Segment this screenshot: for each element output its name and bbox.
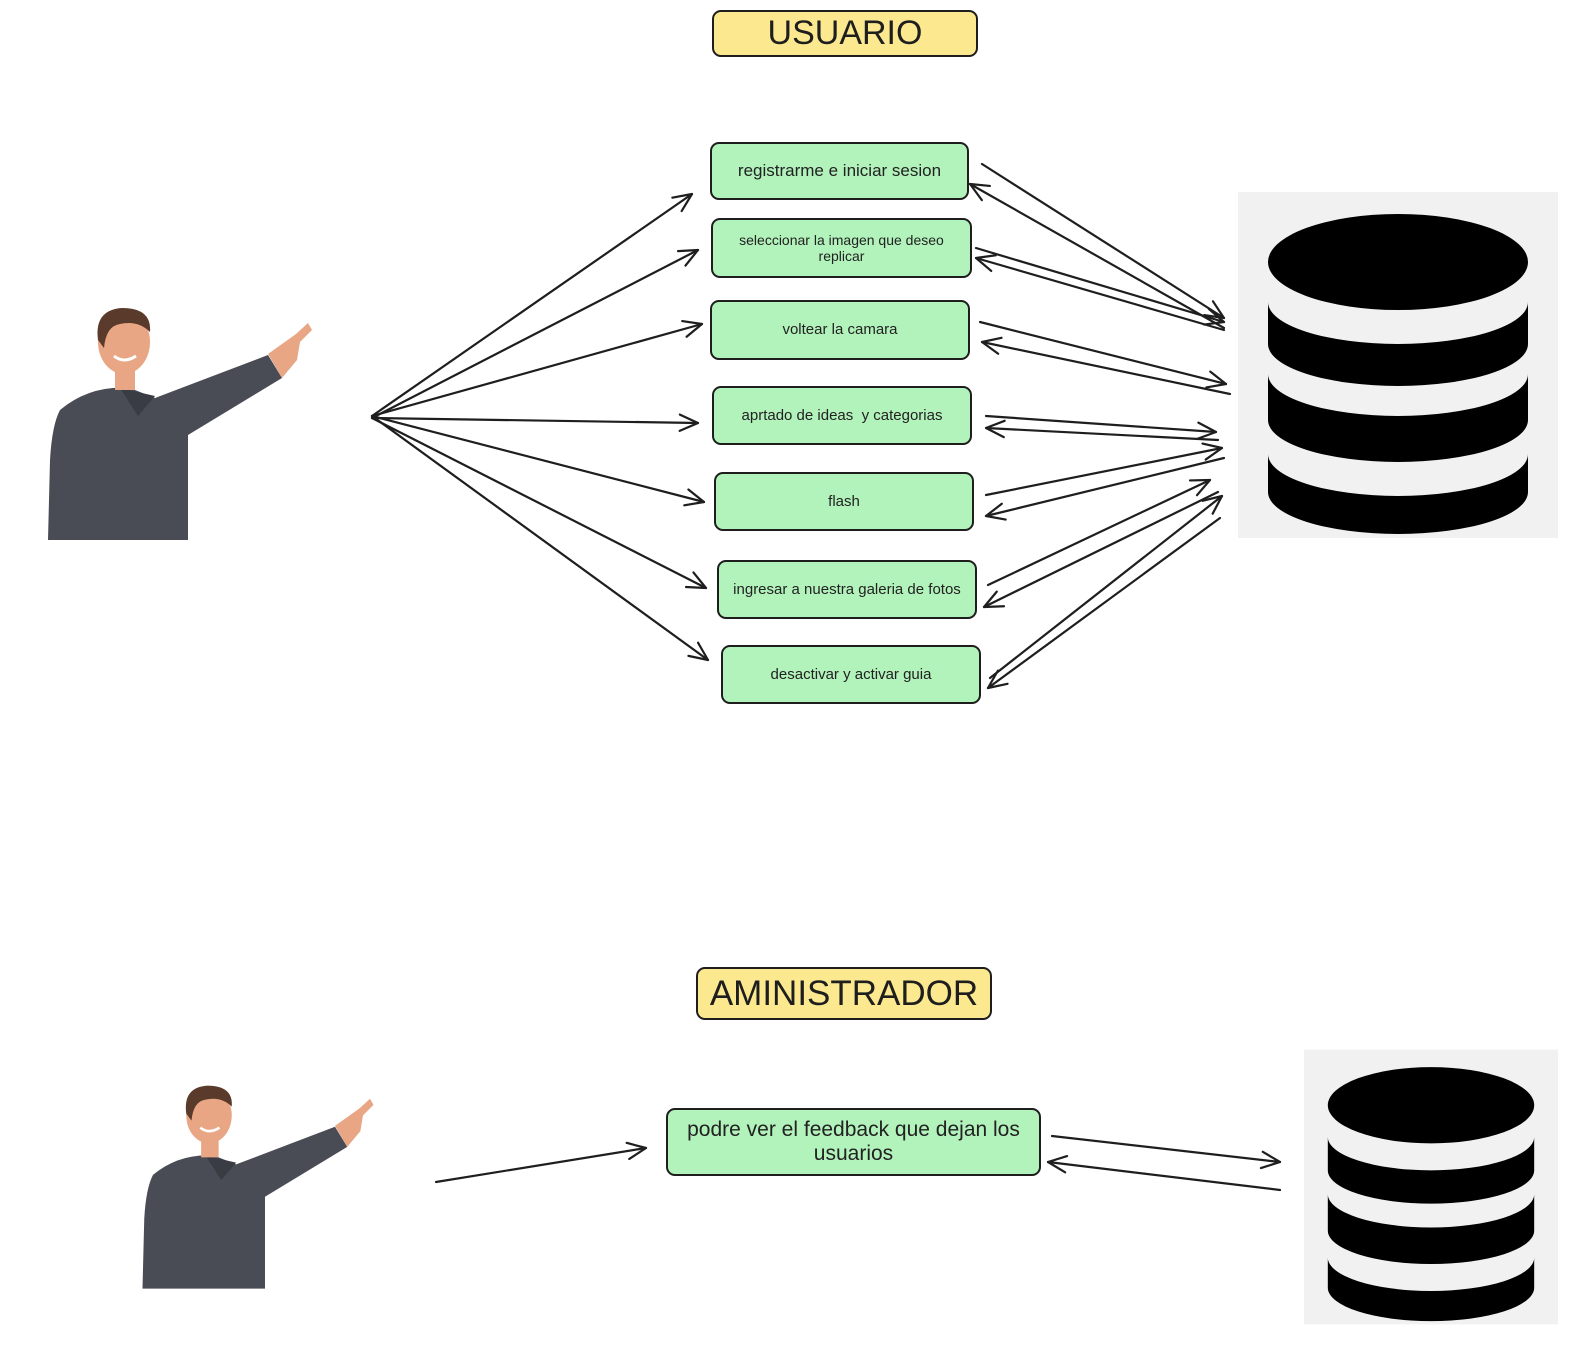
use-case-select-image: seleccionar la imagen que deseo replicar — [711, 218, 972, 278]
use-case-database-arrow — [982, 490, 1220, 609]
use-case-database-arrow — [974, 254, 1226, 332]
use-case-ideas-categories: aprtado de ideas y categorias — [712, 386, 972, 445]
admin-actor-icon — [142, 1085, 374, 1289]
actor-to-use-case-arrow — [370, 248, 700, 420]
actor-to-use-case-arrow — [370, 413, 700, 432]
use-case-database-arrow — [968, 182, 1226, 330]
database-to-use-case-arrow — [1046, 1154, 1282, 1192]
use-case-login: registrarme e iniciar sesion — [710, 142, 969, 200]
use-case-database-arrow — [978, 320, 1228, 389]
user-database-icon — [1238, 192, 1558, 538]
use-case-database-arrow — [986, 478, 1212, 587]
actor-to-use-case-arrow — [370, 414, 710, 662]
actor-to-use-case-arrow — [370, 192, 694, 418]
use-case-database-arrow — [986, 516, 1222, 690]
section-title-administrador: AMINISTRADOR — [696, 967, 992, 1020]
use-case-view-feedback: podre ver el feedback que dejan los usua… — [666, 1108, 1041, 1176]
use-case-gallery: ingresar a nuestra galeria de fotos — [717, 560, 977, 619]
admin-to-use-case-arrow — [434, 1141, 648, 1184]
use-case-database-arrow — [984, 414, 1218, 440]
user-actor-icon — [48, 308, 312, 540]
use-case-database-arrow — [988, 494, 1224, 680]
actor-to-use-case-arrow — [370, 416, 708, 590]
use-case-flip-camera: voltear la camara — [710, 300, 970, 360]
actor-to-use-case-arrow — [370, 319, 704, 418]
use-case-database-arrow — [984, 456, 1226, 521]
use-case-database-arrow — [980, 162, 1226, 320]
use-case-guide-toggle: desactivar y activar guia — [721, 645, 981, 704]
use-case-database-arrow — [984, 419, 1220, 442]
use-case-to-database-arrow — [1050, 1134, 1282, 1170]
admin-database-icon — [1304, 1049, 1558, 1325]
use-case-database-arrow — [980, 336, 1232, 396]
use-case-flash: flash — [714, 472, 974, 531]
actor-to-use-case-arrow — [370, 414, 706, 507]
use-case-database-arrow — [974, 246, 1226, 326]
use-case-database-arrow — [984, 442, 1224, 497]
section-title-usuario: USUARIO — [712, 10, 978, 57]
